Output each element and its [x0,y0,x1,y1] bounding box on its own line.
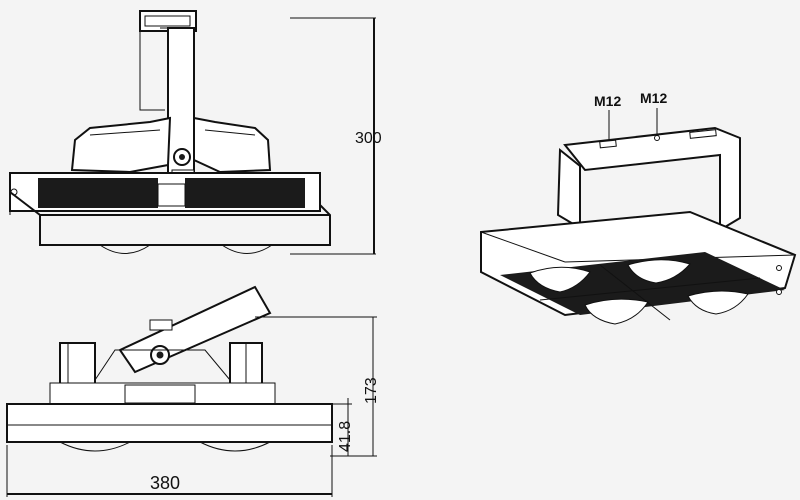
dim-380-label: 380 [150,473,180,493]
housing-right [193,116,272,174]
base-plate-outline [9,191,331,246]
iso-lens-3 [584,298,649,325]
iso-screw-2 [776,289,782,295]
center-block [124,384,196,404]
iso-housing-diag [480,231,566,263]
iso-lens-1 [529,266,591,293]
front-view: 300 [9,10,382,255]
pivot-bolt-center [179,154,185,160]
lens-right [221,244,273,254]
top-nut [149,319,173,331]
side-base-plate [6,403,333,443]
lens-left [99,244,151,254]
housing-side [94,349,231,381]
iso-hole [654,135,660,141]
dim-41-label: 41.8 [337,421,354,452]
iso-slot-left [599,139,617,149]
thread-label-right: M12 [640,90,667,106]
isometric-view: M12 M12 [480,90,797,325]
bracket-top-inner [144,15,191,27]
led-module-left [38,178,158,208]
side-pivot-center [156,351,164,359]
side-lens-right [199,441,271,452]
bracket-left-arm [139,20,165,111]
cylinder-left [59,342,96,386]
thread-label-left: M12 [594,93,621,109]
dim-300-label: 300 [355,130,382,147]
iso-lens-4 [687,290,749,315]
housing-fin-2 [204,129,256,136]
led-module-center [157,183,186,207]
iso-lens-2 [627,259,691,284]
iso-slot-right [689,129,717,139]
iso-bracket-left [556,147,581,230]
led-module-right [185,178,305,208]
iso-screw-1 [776,265,782,271]
housing-fin-1 [89,129,161,136]
iso-bracket-top [563,126,741,232]
housing-left [70,116,172,174]
iso-divider-1 [599,264,671,321]
iso-divider-2 [539,277,761,301]
side-lens-left [59,441,131,452]
side-view: 173 41.8 380 [6,285,380,497]
dim-173-label: 173 [363,377,380,404]
